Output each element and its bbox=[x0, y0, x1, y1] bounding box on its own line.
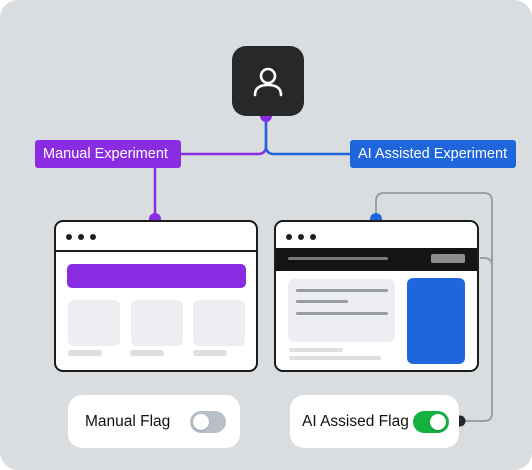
content-tile bbox=[68, 300, 120, 346]
ai-window-branch bbox=[480, 257, 493, 267]
content-tile bbox=[193, 300, 245, 346]
window-dot bbox=[78, 234, 84, 240]
footer-line bbox=[289, 348, 343, 352]
window-dot bbox=[310, 234, 316, 240]
content-card bbox=[288, 279, 395, 342]
ai-flag-toggle[interactable] bbox=[413, 410, 449, 433]
toggle-knob bbox=[430, 413, 446, 430]
window-controls bbox=[286, 234, 316, 240]
window-dot bbox=[66, 234, 72, 240]
toggle-knob bbox=[193, 413, 209, 430]
text-line bbox=[296, 312, 388, 315]
tile-caption bbox=[130, 350, 164, 356]
ai-flag-label: AI Assised Flag bbox=[302, 412, 409, 430]
text-line bbox=[296, 300, 348, 303]
text-line bbox=[296, 289, 388, 292]
window-dot bbox=[90, 234, 96, 240]
content-tile bbox=[131, 300, 183, 346]
header-button bbox=[431, 254, 465, 263]
ai-flag-card: AI Assised Flag bbox=[290, 395, 459, 448]
dark-header-bar bbox=[276, 248, 477, 271]
tile-caption bbox=[193, 350, 227, 356]
footer-line bbox=[289, 356, 381, 360]
header-text-line bbox=[288, 257, 388, 260]
manual-flag-label: Manual Flag bbox=[85, 412, 171, 430]
ai-flag-connector bbox=[375, 192, 493, 422]
window-dot bbox=[298, 234, 304, 240]
side-panel bbox=[407, 278, 465, 364]
window-dot bbox=[286, 234, 292, 240]
ai-connector bbox=[264, 116, 350, 156]
tile-caption bbox=[68, 350, 102, 356]
user-node[interactable] bbox=[232, 46, 304, 116]
window-controls bbox=[66, 234, 96, 240]
ai-experiment-label: AI Assisted Experiment bbox=[350, 140, 516, 168]
ai-experiment-window bbox=[274, 220, 479, 372]
titlebar-divider bbox=[56, 250, 256, 252]
manual-experiment-label: Manual Experiment bbox=[35, 140, 181, 168]
hero-banner bbox=[67, 264, 246, 288]
user-icon bbox=[253, 67, 283, 97]
manual-flag-toggle[interactable] bbox=[190, 410, 226, 433]
manual-experiment-window bbox=[54, 220, 258, 372]
manual-flag-card: Manual Flag bbox=[68, 395, 240, 448]
